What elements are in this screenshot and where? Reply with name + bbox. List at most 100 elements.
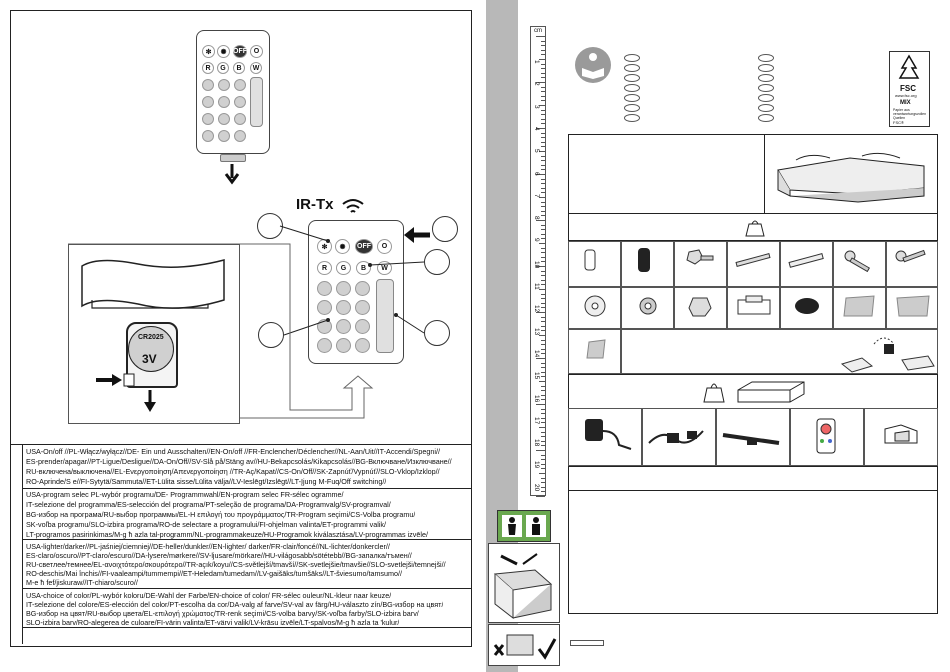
ruler-tick (536, 358, 545, 359)
irtx-label: IR-Tx (296, 196, 334, 213)
ruler-tick (541, 348, 545, 350)
language-oval (624, 84, 640, 92)
r-key: R (317, 261, 332, 275)
hardware-cell (674, 287, 727, 329)
fsc-code: FSC® (893, 120, 904, 125)
hardware-cell (621, 329, 938, 374)
hardware-cell (621, 287, 674, 329)
color-key (202, 113, 214, 125)
hardware-cell (568, 287, 621, 329)
table-rule-c (568, 374, 938, 375)
callout-2 (432, 216, 458, 242)
lighter-line: RU-светлее/темнее/EL-ανοιχτότερο/σκουρότ… (26, 560, 446, 569)
ruler-label: 14 (533, 349, 540, 358)
table-rule-f (568, 490, 938, 491)
program-line: BG-избор на програма/RU-выбор программы/… (26, 510, 416, 519)
ruler-tick (541, 206, 545, 208)
ruler-tick (541, 431, 545, 433)
ruler-tick (541, 440, 545, 442)
ruler-tick (541, 417, 545, 419)
electronics-cell (864, 408, 938, 466)
hardware-cell (833, 287, 886, 329)
hardware-cell (727, 287, 780, 329)
ruler-tick (541, 68, 545, 70)
ruler-tick (541, 141, 545, 143)
lighter-line: M-e ħ fef/jiskuraw//IT-chiaro/scuro// (26, 578, 138, 587)
ruler-tick (541, 371, 545, 373)
ruler-label: 4 (533, 126, 540, 131)
ruler-tick (541, 344, 545, 346)
ruler-label: 13 (533, 327, 540, 335)
onoff-line: ES-prender/apagar//PT-Ligue/Desligue//DA… (26, 457, 452, 466)
wireless-signal-icon (342, 199, 364, 213)
lighter-line: ES-claro/oscuro//PT-claro/escuro//DA-lys… (26, 551, 412, 560)
footer-mark (570, 640, 604, 646)
ruler-tick (541, 408, 545, 410)
top-remote: ✻ ✺ OFF O R G B W (196, 30, 270, 154)
ruler-tick (541, 201, 545, 203)
ruler-tick (539, 59, 545, 60)
ruler-tick (541, 86, 545, 88)
ruler-tick (541, 302, 545, 304)
down-arrow-icon (224, 164, 240, 185)
ruler-tick (541, 399, 545, 401)
ruler-label: 20 (533, 483, 540, 491)
language-oval (758, 64, 774, 72)
ruler-label: 7 (533, 193, 540, 198)
ruler-tick (541, 486, 545, 488)
language-oval (624, 54, 640, 62)
ruler-tick (541, 390, 545, 392)
language-oval (624, 104, 640, 112)
ruler-tick (541, 270, 545, 272)
ruler-tick (541, 118, 545, 120)
do-not-drag-icon (488, 624, 560, 666)
language-sep-3 (22, 588, 472, 589)
ruler-label: 9 (533, 238, 540, 243)
ruler-tick (541, 215, 545, 217)
g-key: G (217, 62, 229, 74)
on-key: O (250, 45, 263, 58)
color-key (218, 130, 230, 142)
ruler-tick (541, 114, 545, 116)
battery-model: CR2025 (138, 334, 164, 341)
ruler-tick (541, 164, 545, 166)
ruler-tick (541, 293, 545, 295)
hardware-cell (727, 241, 780, 287)
color-key (218, 79, 230, 91)
ruler-tick (541, 77, 545, 79)
g-key: G (336, 261, 351, 275)
electronics-cell (716, 408, 790, 466)
ruler-tick (539, 473, 545, 474)
ruler-tick (541, 362, 545, 364)
ruler-tick (541, 445, 545, 447)
ruler-tick (541, 491, 545, 493)
ruler-tick (541, 95, 545, 97)
language-block-left-rule (22, 444, 23, 644)
color-key (355, 281, 370, 296)
ruler-tick (541, 123, 545, 125)
color-key (202, 96, 214, 108)
ruler-tick (536, 312, 545, 313)
ruler-tick (541, 229, 545, 231)
ruler-tick (541, 394, 545, 396)
ruler-tick (541, 183, 545, 185)
ruler-label: 17 (533, 416, 540, 425)
ruler-label: 18 (533, 439, 540, 447)
ruler-tick (539, 289, 545, 290)
ruler-tick (541, 100, 545, 102)
ruler-tick (541, 72, 545, 74)
ruler-tick (539, 105, 545, 106)
battery-voltage: 3V (142, 352, 157, 366)
dim-up-key: ✺ (217, 45, 230, 58)
hardware-cell (780, 287, 833, 329)
color-key (336, 281, 351, 296)
ruler-tick (539, 197, 545, 198)
parts-bag-icon (703, 383, 725, 403)
color-key (234, 79, 246, 91)
ruler-tick (536, 404, 545, 405)
remote-emitter (220, 154, 246, 162)
ruler-tick (541, 353, 545, 355)
onoff-line: RO-Aprinde/S e//FI-Sytytä/Sammuta//ET-Lü… (26, 477, 387, 486)
color-key (317, 300, 332, 315)
ruler-tick (541, 137, 545, 139)
